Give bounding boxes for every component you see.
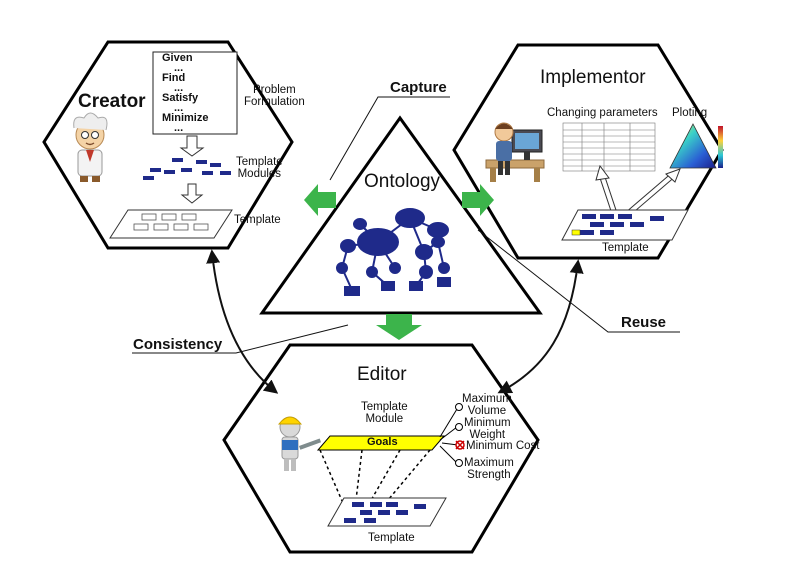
editor-character [277,416,322,471]
implementor-up-arrow-2b [628,174,674,214]
changing-parameters-label: Changing parameters [547,107,658,119]
reuse-label: Reuse [621,314,667,331]
arrow-implementor-editor [497,259,584,394]
reuse-leader [477,229,680,333]
consistency-label: Consistency [133,336,223,353]
template-module-label: Template Module [361,401,408,426]
creator-down-arrow-2 [180,183,204,204]
formulation-list: Given ... Find ... Satisfy ... Minimize … [162,52,232,134]
goals-box [316,435,446,451]
creator-template-label: Template [234,214,281,226]
template-modules-dashes [143,158,231,180]
green-arrow-to-implementor [462,184,494,216]
creator-character [73,112,108,182]
option-min-cost: Minimum Cost [466,440,540,452]
option-marker-min-cost-x [455,440,465,450]
parameters-table [562,122,656,172]
ploting-triangle [669,123,717,169]
editor-template-label: Template [368,532,415,544]
formulation-ellipsis-3: ... [174,102,184,114]
creator-title: Creator [78,91,146,112]
editor-title: Editor [357,364,407,385]
option-max-strength: Maximum Strength [464,457,514,482]
goals-dashed-links [319,449,431,511]
formulation-box [152,51,238,135]
consistency-leader [132,324,349,354]
option-marker-max-volume [455,403,463,411]
formulation-given: Given [162,52,193,64]
problem-formulation-label: Problem Formulation [244,84,305,109]
formulation-ellipsis-2: ... [174,82,184,94]
formulation-ellipsis-1: ... [174,62,184,74]
template-modules-label: Template Modules [236,156,283,181]
ontology-title: Ontology [364,171,441,192]
implementor-title: Implementor [540,67,646,88]
formulation-satisfy: Satisfy [162,92,199,104]
ontology-graph [336,208,451,296]
ploting-colorbar [718,126,723,168]
implementor-template [561,209,689,241]
option-max-volume: Maximum Volume [462,393,512,418]
ploting-label: Ploting [672,107,708,119]
arrow-creator-editor [206,249,279,394]
green-arrow-to-editor [376,314,422,340]
implementor-up-arrow-2-head [665,168,681,183]
implementor-template-label: Template [602,242,649,254]
option-min-weight: Minimum Weight [464,417,511,442]
capture-leader [329,96,450,181]
goals-label: Goals [367,436,398,448]
creator-down-arrow-1 [179,135,205,157]
implementor-character [485,122,545,182]
option-marker-min-weight [455,423,463,431]
green-arrow-to-creator [304,184,336,216]
formulation-find: Find [162,72,186,84]
formulation-ellipsis-4: ... [174,122,184,134]
capture-label: Capture [390,79,447,96]
implementor-up-arrow-1b [600,175,616,213]
formulation-minimize: Minimize [162,112,209,124]
option-marker-max-strength [455,459,463,467]
implementor-up-arrow-1-head [595,164,610,181]
creator-template [109,209,233,239]
editor-template [327,497,447,527]
